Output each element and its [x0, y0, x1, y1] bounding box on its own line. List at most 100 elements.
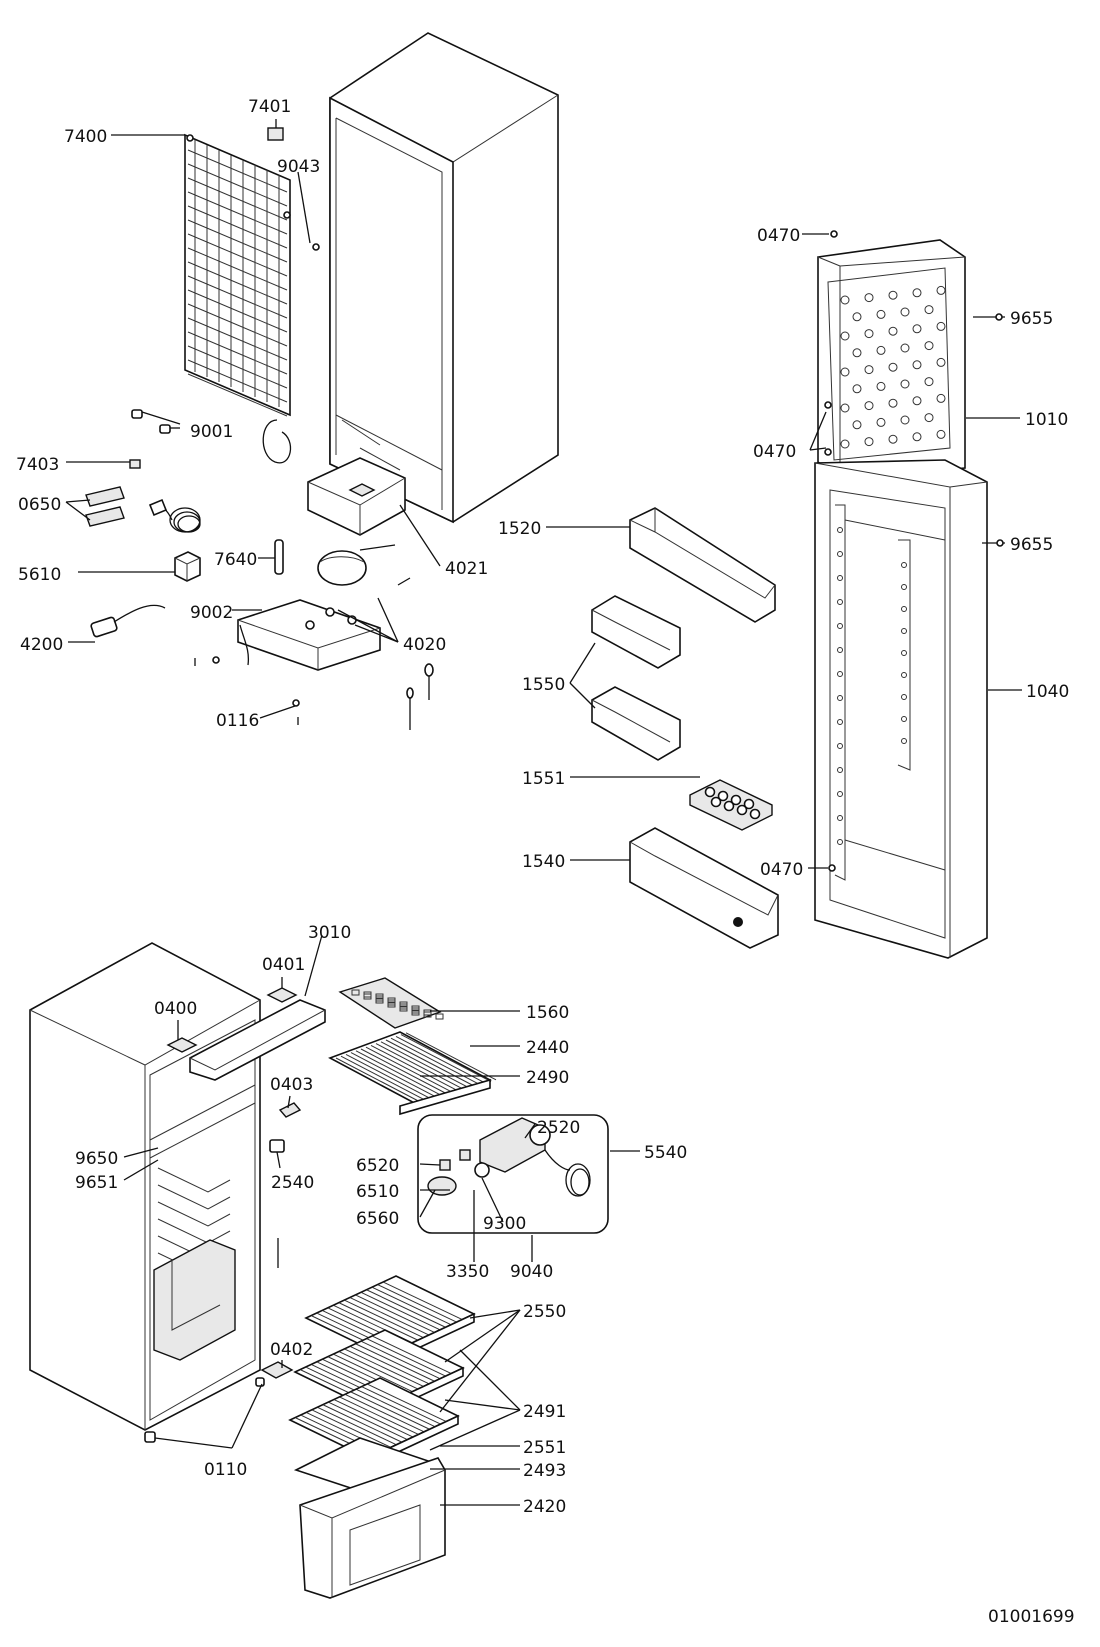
door-hole: [837, 695, 843, 701]
liner-hole: [840, 403, 850, 413]
ice-cube-cell: [435, 1013, 444, 1020]
egg-cup: [704, 786, 716, 798]
label-7640: 7640: [214, 550, 257, 570]
door-hole: [837, 791, 843, 797]
condenser-coil-line: [187, 331, 288, 375]
liner-hole: [936, 357, 946, 367]
liner-hole: [852, 420, 862, 430]
label-9043: 9043: [277, 157, 320, 177]
label-4021: 4021: [445, 559, 488, 579]
shelf-wire: [345, 1053, 437, 1102]
ice-cube-cell: [375, 993, 384, 1000]
egg-cup: [749, 808, 761, 820]
label-1010: 1010: [1025, 410, 1068, 430]
liner-hole: [876, 309, 886, 319]
door-hole: [837, 839, 843, 845]
liner-hole: [888, 434, 898, 444]
liner-hole: [840, 295, 850, 305]
door-hole: [837, 767, 843, 773]
egg-cup: [736, 804, 748, 816]
door-hole: [901, 628, 907, 634]
liner-hole: [840, 331, 850, 341]
condenser-coil-line: [187, 233, 288, 277]
door-hole: [901, 606, 907, 612]
liner-hole: [864, 437, 874, 447]
label-1040: 1040: [1026, 682, 1069, 702]
label-2540: 2540: [271, 1173, 314, 1193]
egg-cup: [717, 790, 729, 802]
condenser: [184, 133, 292, 464]
label-0403: 0403: [270, 1075, 313, 1095]
door-hole: [901, 584, 907, 590]
liner-hole: [912, 324, 922, 334]
shelf-wire: [360, 1048, 452, 1097]
liner-hole: [864, 401, 874, 411]
label-9002: 9002: [190, 603, 233, 623]
label-0470-middle: 0470: [753, 442, 796, 462]
label-0470-top: 0470: [757, 226, 800, 246]
liner-hole: [888, 326, 898, 336]
label-0650: 0650: [18, 495, 61, 515]
condenser-coil-line: [187, 219, 288, 263]
condenser-coil-line: [187, 177, 288, 221]
liner-hole: [888, 398, 898, 408]
liner-hole: [900, 379, 910, 389]
label-2551: 2551: [523, 1438, 566, 1458]
shelf-wire: [365, 1046, 457, 1095]
condenser-coil-line: [187, 317, 288, 361]
ice-cube-cell: [411, 1005, 420, 1012]
liner-hole: [924, 377, 934, 387]
label-0401: 0401: [262, 955, 305, 975]
door-hole: [837, 623, 843, 629]
label-2550: 2550: [523, 1302, 566, 1322]
ice-cube-cell: [423, 1009, 432, 1016]
door-hole: [901, 738, 907, 744]
cabinet-top-section: [329, 32, 559, 524]
condenser-coil-line: [187, 359, 288, 403]
condenser-coil-line: [187, 247, 288, 291]
shelf-wire: [385, 1039, 477, 1088]
label-4020: 4020: [403, 635, 446, 655]
liner-hole: [852, 348, 862, 358]
liner-hole: [852, 312, 862, 322]
liner-hole: [864, 293, 874, 303]
label-0402: 0402: [270, 1340, 313, 1360]
small-parts-top: [85, 127, 434, 730]
fastener-dots: [824, 230, 1004, 872]
shelf-wire: [335, 1057, 427, 1106]
shelves-and-crisper: [288, 977, 609, 1599]
label-2491: 2491: [523, 1402, 566, 1422]
label-1551: 1551: [522, 769, 565, 789]
liner-hole: [852, 384, 862, 394]
label-0116: 0116: [216, 711, 259, 731]
label-5540: 5540: [644, 1143, 687, 1163]
liner-hole: [912, 396, 922, 406]
shelf-wire: [380, 1041, 472, 1090]
liner-hole: [936, 393, 946, 403]
label-5610: 5610: [18, 565, 61, 585]
door-hole: [837, 599, 843, 605]
label-1540: 1540: [522, 852, 565, 872]
condenser-coil-line: [187, 191, 288, 235]
shelf-wire: [370, 1044, 462, 1093]
liner-hole: [888, 362, 898, 372]
egg-cup: [743, 798, 755, 810]
door-hole: [837, 575, 843, 581]
liner-hole: [864, 329, 874, 339]
door-hole: [837, 815, 843, 821]
door-hole: [837, 671, 843, 677]
label-4200: 4200: [20, 635, 63, 655]
label-2493: 2493: [523, 1461, 566, 1481]
egg-cup: [730, 794, 742, 806]
freezer-door: [817, 239, 966, 479]
shelf-rib: [157, 1184, 231, 1210]
label-9651: 9651: [75, 1173, 118, 1193]
label-9001: 9001: [190, 422, 233, 442]
label-0110: 0110: [204, 1460, 247, 1480]
liner-hole: [900, 307, 910, 317]
liner-hole: [924, 413, 934, 423]
label-0470-bottom: 0470: [760, 860, 803, 880]
liner-hole: [876, 381, 886, 391]
door-hole: [901, 716, 907, 722]
label-2440: 2440: [526, 1038, 569, 1058]
